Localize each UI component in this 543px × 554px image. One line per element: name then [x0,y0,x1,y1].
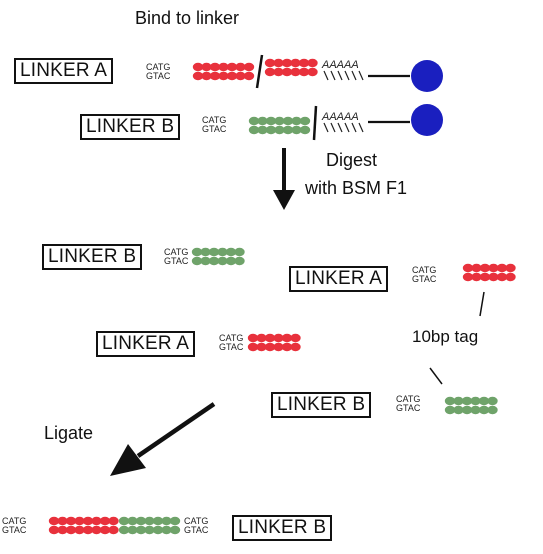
green-dna-strand [445,397,498,414]
overhang-label: CATG GTAC [396,395,420,413]
green-dna-strand [119,517,180,534]
overhang-label: CATG GTAC [219,334,243,352]
overhang-bottom: GTAC [202,125,226,134]
nucleotide-bead [307,68,317,76]
ligate-label: Ligate [44,423,93,444]
poly-t-strand [324,123,363,132]
diagonal-arrow-icon [110,444,146,476]
cleavage-site-line [257,55,262,88]
nucleotide-bead [108,517,118,525]
streptavidin-bead-icon [411,104,443,136]
digest-label: Digest [326,150,377,171]
tag-pointer-line [430,368,442,384]
red-dna-strand [248,334,301,351]
overhang-bottom: GTAC [184,526,208,535]
linker-b-box: LINKER B [232,515,332,541]
bind-to-linker-label: Bind to linker [135,8,239,29]
overhang-bottom: GTAC [219,343,243,352]
tag-pointer-line [480,292,484,316]
enzyme-label: with BSM F1 [305,178,407,199]
streptavidin-bead-icon [411,60,443,92]
linker-a-box: LINKER A [14,58,113,84]
nucleotide-bead [505,273,515,281]
overhang-bottom: GTAC [164,257,188,266]
nucleotide-bead [487,406,497,414]
tag-size-label: 10bp tag [412,327,478,347]
nucleotide-bead [234,257,244,265]
overhang-label: CATG GTAC [2,517,26,535]
nucleotide-bead [300,126,310,134]
nucleotide-bead [244,63,254,71]
red-dna-strand [49,517,119,534]
overhang-bottom: GTAC [146,72,170,81]
linker-a-box: LINKER A [289,266,388,292]
nucleotide-bead [108,526,118,534]
nucleotide-bead [234,248,244,256]
overhang-bottom: GTAC [412,275,436,284]
nucleotide-bead [290,343,300,351]
nucleotide-bead [307,59,317,67]
nucleotide-bead [170,526,180,534]
overhang-label: CATG GTAC [202,116,226,134]
overhang-label: CATG GTAC [184,517,208,535]
linker-b-box: LINKER B [42,244,142,270]
linker-b-box: LINKER B [80,114,180,140]
nucleotide-bead [505,264,515,272]
poly-t-strand [324,71,363,80]
overhang-bottom: GTAC [396,404,420,413]
red-dna-strand [265,59,318,76]
nucleotide-bead [290,334,300,342]
overhang-label: CATG GTAC [146,63,170,81]
down-arrow-icon [273,190,295,210]
nucleotide-bead [300,117,310,125]
nucleotide-bead [487,397,497,405]
nucleotide-bead [244,72,254,80]
overhang-label: CATG GTAC [164,248,188,266]
poly-a-label: AAAAA [321,59,359,71]
poly-a-label: AAAAA [321,111,359,123]
green-dna-strand [192,248,245,265]
linker-b-box: LINKER B [271,392,371,418]
linker-a-box: LINKER A [96,331,195,357]
cleavage-site-line [314,106,316,140]
overhang-bottom: GTAC [2,526,26,535]
green-dna-strand [249,117,310,134]
nucleotide-bead [170,517,180,525]
red-dna-strand [193,63,254,80]
diagonal-arrow-shaft [138,404,214,456]
red-dna-strand [463,264,516,281]
overhang-label: CATG GTAC [412,266,436,284]
